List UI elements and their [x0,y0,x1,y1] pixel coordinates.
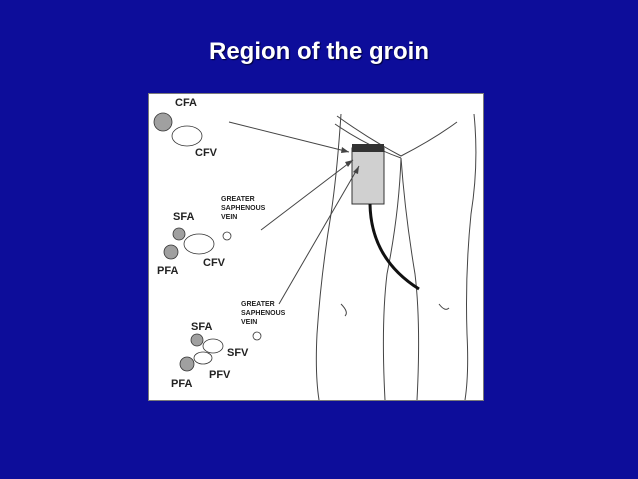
probe-cap [352,144,384,152]
label-pfa-low: PFA [171,378,192,390]
sfv-low-vessel [202,338,224,354]
right-knee-mark [438,303,450,310]
sfa-mid-vessel [172,227,186,241]
label-gsv-2-line2: SAPHENOUS [241,310,286,317]
vessel-group-middle: GREATER SAPHENOUS VEIN SFA PFA CFV [157,196,266,277]
left-knee-mark [340,303,347,317]
left-leg-outer-contour [315,113,342,400]
label-gsv-1-line2: SAPHENOUS [221,205,266,212]
label-gsv-2-line1: GREATER [241,301,275,308]
arrowhead-cfa [341,147,349,153]
arrowhead-gsv-2 [353,166,359,174]
label-cfv-top: CFV [195,147,218,159]
label-sfv-low: SFV [227,347,249,359]
groin-diagram: CFA CFV GREATER SAPHENOUS VEIN SFA PFA C… [153,97,477,400]
pfa-mid-vessel [163,244,179,260]
label-gsv-1-line1: GREATER [221,196,255,203]
gsv-mid-vessel [222,231,232,241]
arrow-cfa [228,121,350,153]
pfa-low-vessel [179,356,195,372]
label-cfa-top: CFA [175,97,197,109]
right-leg-inner-contour [400,157,420,400]
cfa-top-vessel [153,112,173,132]
vessel-group-bottom: GREATER SAPHENOUS VEIN SFA SFV PFV PFA [171,301,286,390]
arrowhead-gsv-1 [345,160,353,167]
gsv-low-vessel [252,331,262,341]
groin-fold [334,123,402,159]
vessel-group-top: CFA CFV [153,97,218,159]
label-gsv-2-line3: VEIN [241,319,257,326]
groin-figure: CFA CFV GREATER SAPHENOUS VEIN SFA PFA C… [148,93,484,401]
ultrasound-probe [351,144,420,291]
arrow-gsv-1 [260,159,354,231]
pointer-arrows [228,121,360,305]
label-cfv-mid: CFV [203,257,226,269]
label-gsv-1-line3: VEIN [221,214,237,221]
cfv-top-vessel [171,125,203,147]
inguinal-crease [336,115,458,157]
cfv-mid-vessel [183,233,215,255]
label-pfa-mid: PFA [157,265,178,277]
pfv-low-vessel [193,351,213,365]
label-pfv-low: PFV [209,369,231,381]
sfa-low-vessel [190,333,204,347]
left-leg-inner-contour [382,157,402,400]
label-sfa-low: SFA [191,321,212,333]
label-sfa-mid: SFA [173,211,194,223]
right-leg-outer-contour [464,113,477,400]
probe-cable [368,203,420,291]
legs-outline [315,113,477,400]
probe-body [351,147,385,205]
arrow-gsv-2 [278,165,360,305]
slide-title: Region of the groin [209,38,429,65]
